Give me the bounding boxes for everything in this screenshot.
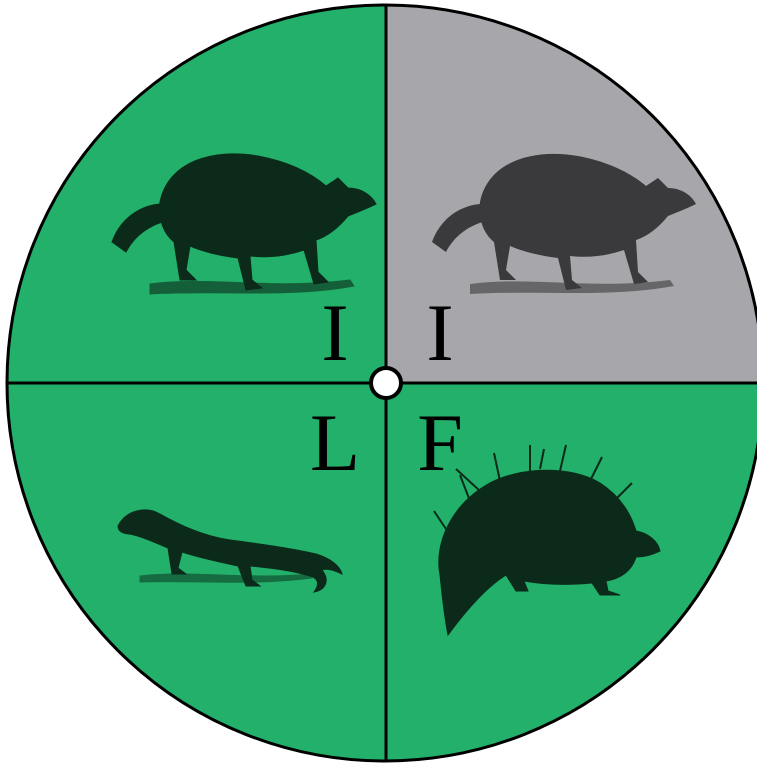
quadrant-label-bottom-right: F [417,397,463,488]
quadrant-label-top-right: I [426,287,453,378]
quadrant-label-top-left: I [321,287,348,378]
center-hub[interactable] [371,368,401,398]
quadrant-label-bottom-left: L [310,397,360,488]
